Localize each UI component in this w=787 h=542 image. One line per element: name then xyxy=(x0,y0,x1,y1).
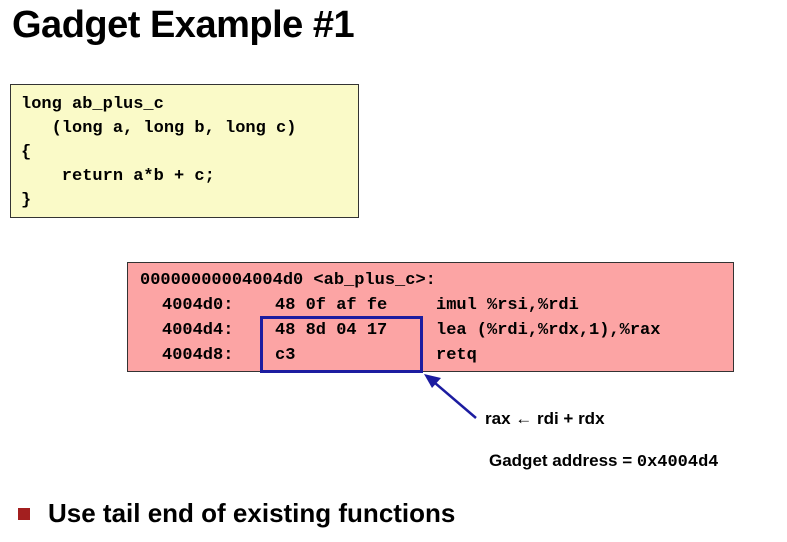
instruction-bytes: 48 8d 04 17 xyxy=(275,321,388,340)
instruction-bytes: c3 xyxy=(275,346,296,365)
c-code-line: return a*b + c; xyxy=(21,167,215,186)
disassembly-row: 4004d8: c3 retq xyxy=(140,344,733,369)
gadget-address-value: 0x4004d4 xyxy=(636,453,719,472)
gadget-address-note: Gadget address = 0x4004d4 xyxy=(489,451,719,472)
instruction-address: 4004d4: xyxy=(162,321,234,340)
instruction-mnemonic: retq xyxy=(436,346,477,365)
c-code-line: long ab_plus_c xyxy=(21,95,164,114)
instruction-mnemonic: imul %rsi,%rdi xyxy=(436,296,579,315)
c-code-line: } xyxy=(21,191,32,210)
gadget-effect-note: rax ← rdi + rdx xyxy=(485,409,605,428)
disassembly-header: 00000000004004d0 <ab_plus_c>: xyxy=(140,269,733,294)
arrow-line xyxy=(427,376,477,419)
bullet-text: Use tail end of existing functions xyxy=(48,498,456,528)
gadget-highlight-box xyxy=(260,316,423,373)
c-code-line: { xyxy=(21,143,32,162)
instruction-mnemonic: lea (%rdi,%rdx,1),%rax xyxy=(436,321,661,340)
c-code-line: (long a, long b, long c) xyxy=(21,119,297,138)
disassembly-row: 4004d0: 48 0f af fe imul %rsi,%rdi xyxy=(140,294,733,319)
bullet-square-icon xyxy=(18,507,30,520)
disassembly-box: 00000000004004d0 <ab_plus_c>: 4004d0: 48… xyxy=(127,262,734,372)
instruction-bytes: 48 0f af fe xyxy=(275,296,388,315)
c-code-box: long ab_plus_c (long a, long b, long c) … xyxy=(10,84,359,218)
disassembly-row: 4004d4: 48 8d 04 17 lea (%rdi,%rdx,1),%r… xyxy=(140,319,733,344)
gadget-address-label: Gadget address = xyxy=(489,451,637,470)
bullet-item: Use tail end of existing functions xyxy=(18,498,455,529)
instruction-address: 4004d8: xyxy=(162,346,234,365)
function-label: 00000000004004d0 <ab_plus_c>: xyxy=(140,271,436,290)
instruction-address: 4004d0: xyxy=(162,296,234,315)
arrow-head xyxy=(424,374,441,388)
slide-title: Gadget Example #1 xyxy=(12,4,355,46)
